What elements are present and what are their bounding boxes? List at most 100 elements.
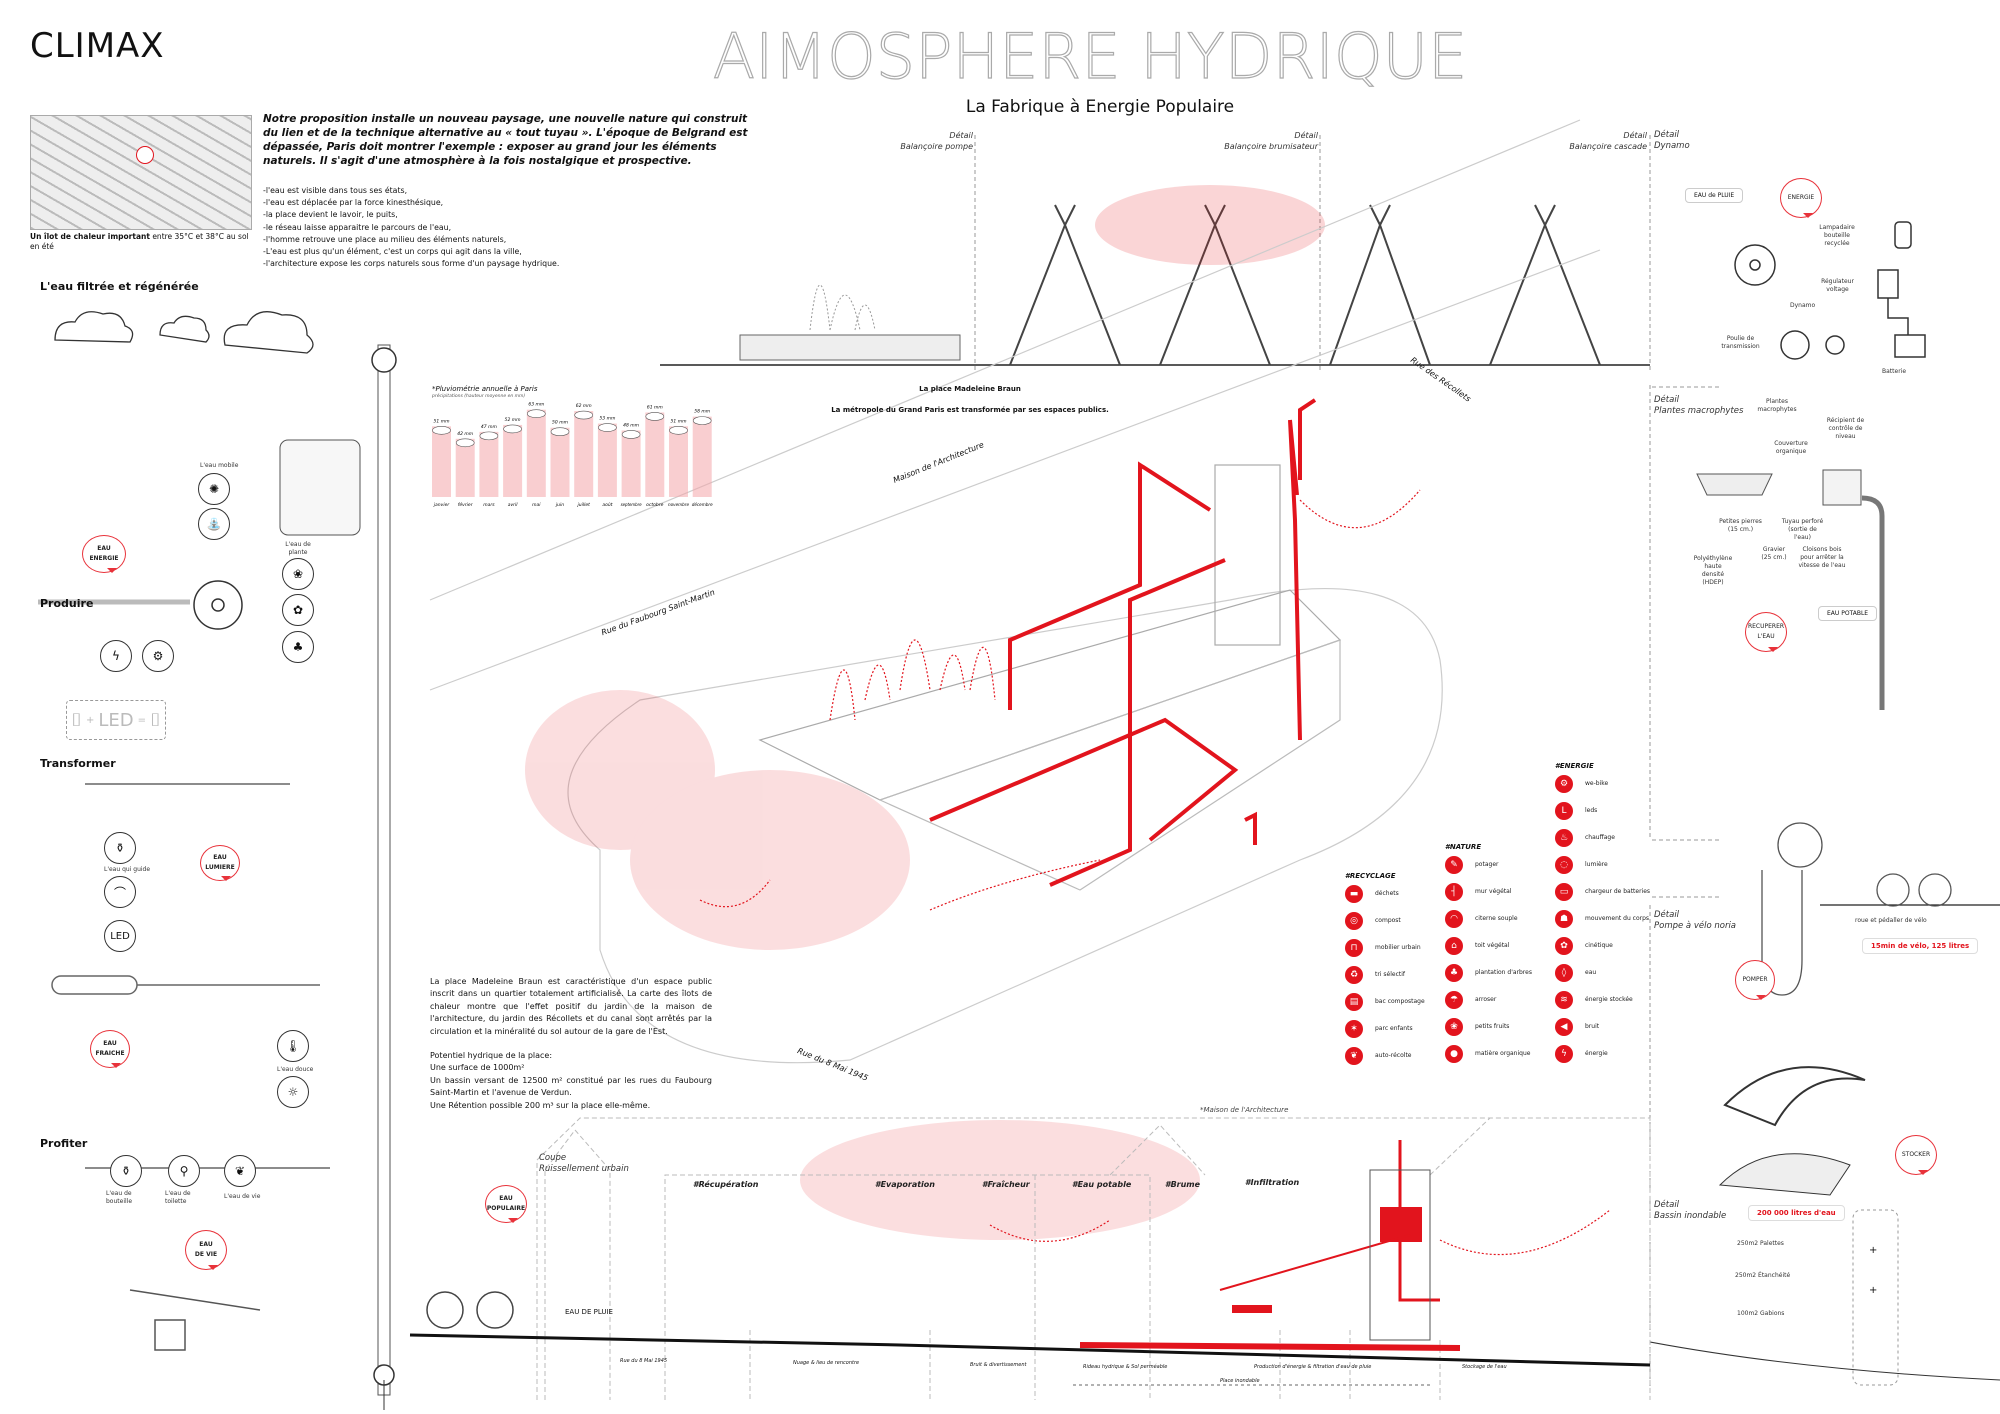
cloud-icon — [574, 410, 593, 420]
legend-item: ✶parc enfants — [1345, 1015, 1445, 1042]
cloud-icon — [669, 426, 688, 435]
stage-transformer: Transformer — [40, 757, 116, 770]
flame-icon: ♨ — [1555, 828, 1573, 847]
span-label: Place inondable — [1220, 1378, 1260, 1384]
cloud-icon — [503, 424, 522, 434]
equals-sign: = — [137, 714, 147, 726]
rainfall-bar — [692, 416, 712, 497]
tag-brume: #Brume — [1165, 1180, 1201, 1189]
month-tick-label: février — [458, 501, 474, 508]
playground-icon: ✶ — [1345, 1019, 1363, 1038]
legend-label: chauffage — [1585, 834, 1615, 841]
cloud-icon — [432, 426, 451, 435]
label-eau-bouteille: L'eau de bouteille — [106, 1190, 133, 1205]
legend-label: auto-récolte — [1375, 1052, 1412, 1059]
rainfall-bar — [621, 430, 641, 497]
legend-item: ⚙we-bike — [1555, 770, 1650, 797]
legend-label: eau — [1585, 969, 1597, 976]
tag-evaporation: #Evaporation — [875, 1180, 935, 1189]
green-roof-icon: ⌂ — [1445, 936, 1463, 955]
label-eau-mobile: L'eau mobile — [200, 462, 239, 469]
cloud-icon — [598, 423, 617, 432]
red-pipe-network — [929, 398, 1317, 887]
legend-item: ◠citerne souple — [1445, 905, 1553, 932]
legend-label: bac compostage — [1375, 998, 1425, 1005]
rainfall-bar — [526, 409, 546, 497]
legend-item: ♻tri sélectif — [1345, 961, 1445, 988]
pipe-title: AIMOSPHERE HYDRIQUE — [712, 20, 1468, 93]
legend-label: tri sélectif — [1375, 971, 1405, 978]
carrot-icon: ✎ — [1445, 855, 1463, 874]
zone-label: Production d'énergie & filtration d'eau … — [1254, 1364, 1372, 1370]
bassin-item: 250m2 Palettes — [1737, 1240, 1784, 1247]
legend-label: bruit — [1585, 1023, 1600, 1030]
label-couverture: Couverture organique — [1774, 440, 1808, 455]
legend-label: énergie stockée — [1585, 996, 1633, 1003]
legend-label: leds — [1585, 807, 1598, 814]
label-dynamo: Dynamo — [1790, 302, 1816, 309]
potential-title: Potentiel hydrique de la place: — [430, 1051, 553, 1061]
rainfall-bar — [432, 426, 451, 497]
label-cloisons: Cloisons bois pour arrêter la vitesse de… — [1798, 546, 1846, 569]
legend-title: #ENERGIE — [1555, 762, 1594, 770]
legend-item: ❦auto-récolte — [1345, 1042, 1445, 1069]
bottle-icon: ⌷ — [71, 709, 82, 731]
noria-highlight: 15min de vélo, 125 litres — [1862, 938, 1979, 954]
bar-value-label: 52 mm — [505, 417, 522, 423]
legend-label: mur végétal — [1475, 888, 1512, 895]
legend-item: ⊓mobilier urbain — [1345, 934, 1445, 961]
cloud-icon — [550, 427, 570, 437]
legend-label: lumière — [1585, 861, 1608, 868]
body-icon: ☗ — [1555, 909, 1573, 928]
potential-line: Une Rétention possible 200 m³ sur la pla… — [430, 1100, 651, 1110]
bullet: -le réseau laisse apparaitre le parcours… — [263, 222, 452, 232]
legend-label: mouvement du corps — [1585, 915, 1650, 922]
chart-subtitle: précipitations (hauteur moyenne en mm) — [432, 394, 526, 399]
legend-item: ✎potager — [1445, 851, 1553, 878]
label-lampadaire: Lampadaire bouteille recyclée — [1819, 224, 1855, 247]
red-mist-clouds — [525, 690, 1200, 1240]
rainfall-bar — [550, 427, 570, 497]
tag-eau-potable: #Eau potable — [1072, 1180, 1132, 1189]
legend-item: ◊eau — [1555, 959, 1650, 986]
zone-label: Stockage de l'eau — [1462, 1364, 1507, 1370]
brand-logo: CLIMAX — [30, 26, 165, 66]
label-tuyau: Tuyau perforé (sortie de l'eau) — [1781, 518, 1824, 541]
intro-bullets: -l'eau est visible dans tous ses états, … — [263, 185, 663, 270]
bar-value-label: 51 mm — [671, 418, 688, 424]
potential-line: Un bassin versant de 12500 m² constitué … — [430, 1075, 712, 1098]
label-regulateur: Régulateur voltage — [1821, 278, 1854, 293]
bar-value-label: 63 mm — [528, 402, 545, 408]
stage-profiter: Profiter — [40, 1137, 88, 1150]
label-gravier: Gravier (25 cm.) — [1761, 546, 1787, 561]
month-tick-label: novembre — [668, 502, 689, 508]
map-caption-bold: Un îlot de chaleur important — [30, 232, 150, 241]
month-tick-label: juin — [555, 502, 564, 508]
rainfall-bar — [574, 411, 594, 497]
label-plantes: Plantes macrophytes — [1757, 398, 1797, 413]
plus-sign: + — [85, 714, 95, 726]
led-text: LED — [98, 709, 134, 731]
legend-item: ☂arroser — [1445, 986, 1553, 1013]
bullet: -l'eau est déplacée par la force kinesth… — [263, 198, 444, 208]
legend-label: cinétique — [1585, 942, 1613, 949]
month-tick-label: mars — [483, 502, 495, 508]
led-icon: LED — [104, 920, 136, 952]
potential-line: Une surface de 1000m² — [430, 1063, 525, 1073]
rainfall-bar — [669, 426, 688, 497]
garland-icon: ⌒ — [104, 876, 136, 908]
legend-item: ☗ mouvement du corps — [1555, 905, 1650, 932]
bar-value-label: 58 mm — [694, 409, 711, 415]
legend-recyclage: #RECYCLAGE ▬déchets◎compost⊓mobilier urb… — [1345, 872, 1445, 1069]
legend-title: #RECYCLAGE — [1345, 872, 1396, 880]
bike-icon: ⚙ — [1555, 774, 1573, 793]
legend-item: ▤bac compostage — [1345, 988, 1445, 1015]
cloud-icon — [455, 438, 475, 448]
bar-value-label: 61 mm — [647, 404, 664, 410]
